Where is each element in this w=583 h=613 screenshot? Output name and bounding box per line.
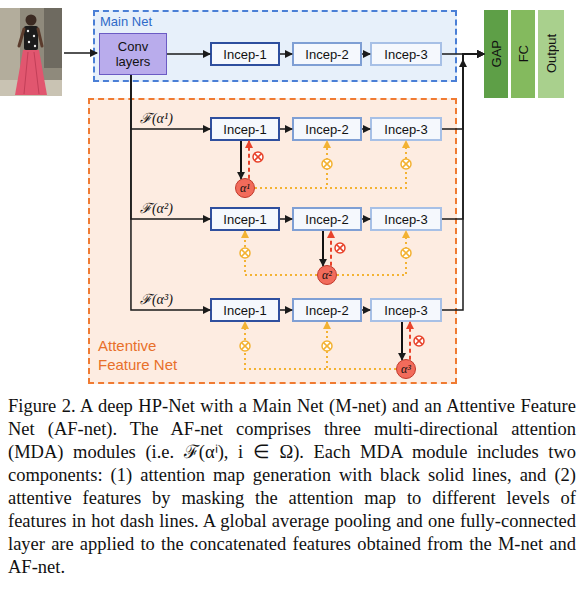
- node-label: Output: [544, 34, 559, 73]
- node-label: Incep-1: [223, 47, 266, 62]
- node-label: Conv layers: [102, 39, 164, 69]
- network-group: Conv layers Incep-1 Incep-2 Incep-3 Main Net: [93, 10, 457, 82]
- group-heading: Main Net: [100, 14, 152, 29]
- pooling-layer: GAP: [484, 10, 508, 98]
- node-label: α²: [322, 268, 332, 283]
- edge-label: ℱ(α²): [140, 198, 173, 217]
- node-label: Incep-1: [223, 303, 266, 318]
- person-pattern: [28, 41, 30, 43]
- person-arms: [19, 29, 42, 46]
- node-label: Incep-2: [305, 303, 348, 318]
- node-label: Incep-3: [384, 122, 427, 137]
- node-label: Incep-1: [223, 212, 266, 227]
- person-skirt: [15, 50, 47, 95]
- inception-box: Incep-2: [292, 42, 362, 66]
- inception-box: Incep-1: [210, 42, 280, 66]
- node-label: Incep-2: [305, 47, 348, 62]
- node-label: Incep-3: [384, 303, 427, 318]
- inception-box: Incep-2: [292, 117, 362, 141]
- node-label: α¹: [240, 181, 250, 196]
- person-pattern: [33, 35, 35, 37]
- output-layer: Output: [538, 10, 564, 98]
- edge-label: ℱ(α³): [140, 289, 173, 308]
- inception-box: Incep-3: [370, 298, 442, 322]
- node-label: GAP: [489, 40, 504, 67]
- node-label: Incep-2: [305, 212, 348, 227]
- inception-box: Incep-1: [210, 207, 280, 231]
- person-skirt-fold: [24, 52, 39, 94]
- inception-box: Incep-3: [370, 42, 442, 66]
- person-pattern: [27, 30, 29, 32]
- attention-map-circle: α³: [396, 359, 416, 379]
- person-head: [26, 15, 37, 26]
- figure-caption: Figure 2. A deep HP-Net with a Main Net …: [8, 395, 576, 579]
- inception-box: Incep-2: [292, 207, 362, 231]
- node-label: Incep-2: [305, 122, 348, 137]
- photo-background: [44, 8, 62, 68]
- network-group: Incep-1Incep-2Incep-3α¹Incep-1Incep-2Inc…: [88, 98, 457, 384]
- attention-map-circle: α²: [317, 265, 337, 285]
- node-label: FC: [516, 45, 531, 62]
- group-heading: Attentive Feature Net: [98, 336, 194, 374]
- inception-box: Incep-3: [370, 207, 442, 231]
- conv-box: Conv layers: [99, 33, 167, 75]
- photo-background: [0, 8, 20, 96]
- merge-arrow-head: [459, 59, 467, 67]
- inception-box: Incep-3: [370, 117, 442, 141]
- input-photo: [0, 8, 62, 96]
- node-label: Incep-3: [384, 212, 427, 227]
- node-label: Incep-3: [384, 47, 427, 62]
- person-pattern: [34, 45, 36, 47]
- photo-background: [0, 80, 62, 96]
- node-label: α³: [401, 362, 411, 377]
- inception-box: Incep-2: [292, 298, 362, 322]
- photo-background: [0, 8, 62, 96]
- attention-map-circle: α¹: [235, 178, 255, 198]
- inception-box: Incep-1: [210, 117, 280, 141]
- person-torso: [24, 26, 38, 50]
- edge-label: ℱ(α¹): [140, 108, 173, 127]
- inception-box: Incep-1: [210, 298, 280, 322]
- fc-layer: FC: [511, 10, 535, 98]
- node-label: Incep-1: [223, 122, 266, 137]
